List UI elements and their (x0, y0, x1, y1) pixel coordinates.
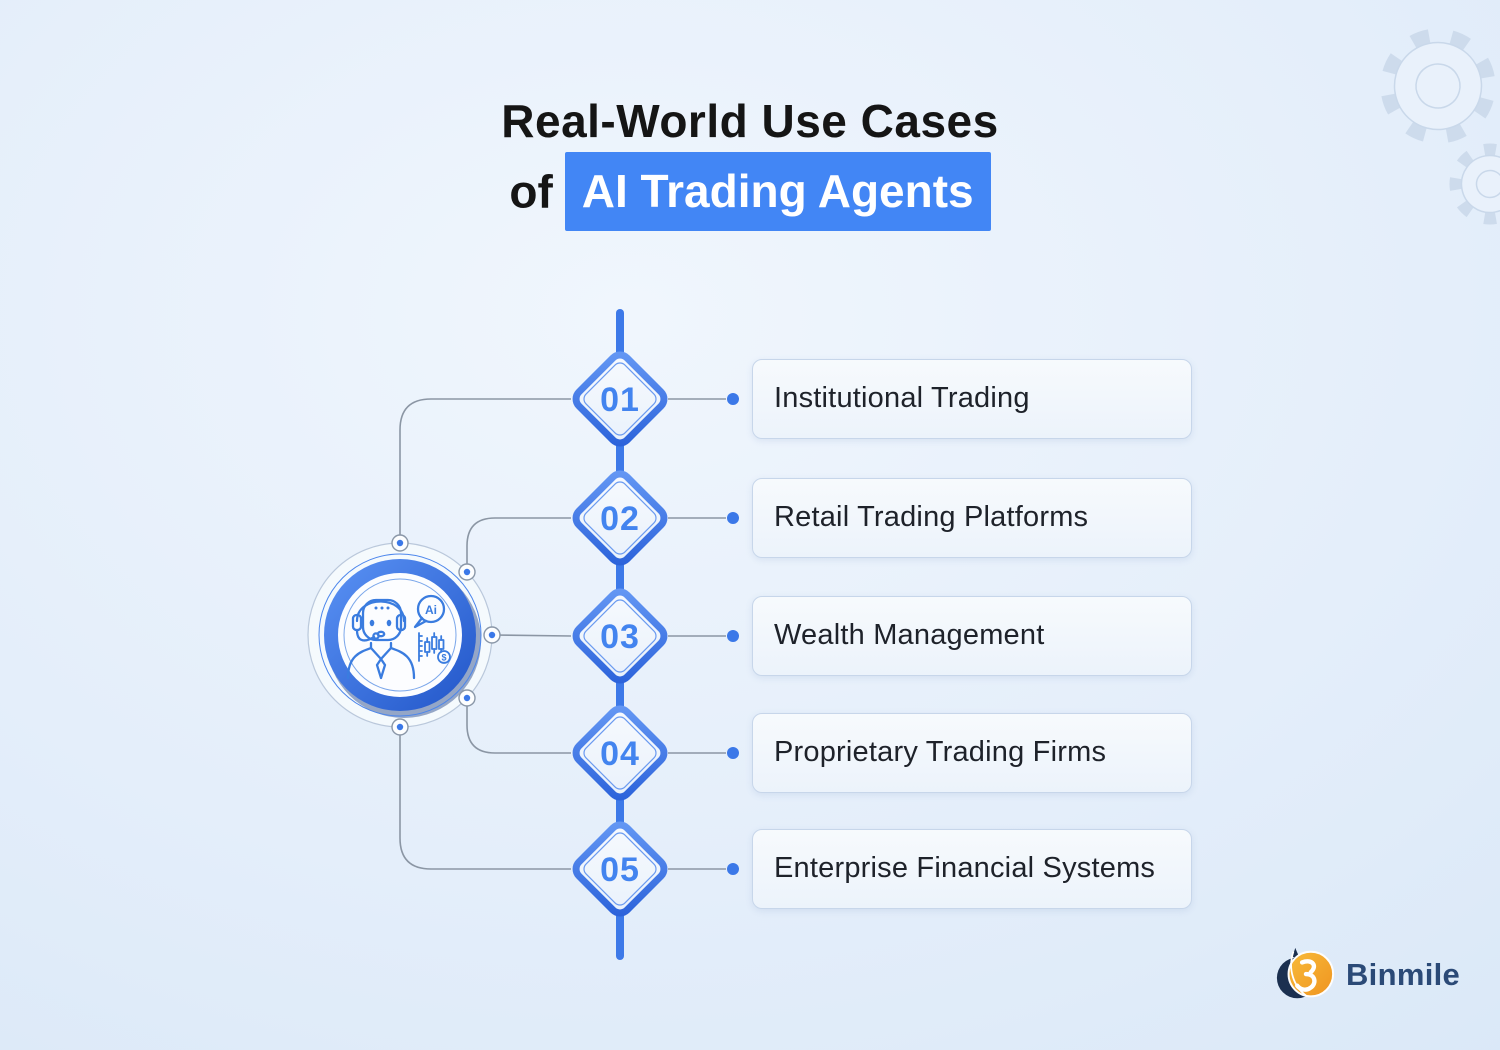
connector-dot-2 (727, 512, 739, 524)
connector-dot-1 (727, 393, 739, 405)
usecase-box-3: Wealth Management (752, 596, 1192, 676)
hub-node-top (391, 534, 409, 552)
step-4-diamond: 04 (572, 705, 668, 801)
usecase-box-2: Retail Trading Platforms (752, 478, 1192, 558)
step-4-number: 04 (600, 735, 640, 773)
usecase-label-5: Enterprise Financial Systems (774, 852, 1156, 884)
step-1-number: 01 (600, 381, 640, 419)
connector-line-3 (491, 634, 572, 637)
dollar-sign: $ (441, 653, 446, 663)
ai-bubble-text: Ai (425, 603, 437, 617)
binmile-logo-icon (1276, 947, 1335, 999)
hub-node-top-right (458, 563, 476, 581)
usecase-box-5: Enterprise Financial Systems (752, 829, 1192, 909)
gear-icon-small (1449, 143, 1500, 225)
binmile-logo: Binmile (1274, 944, 1460, 1006)
connector-dot-3 (727, 630, 739, 642)
hub-node-right (483, 626, 501, 644)
step-3-number: 03 (600, 618, 640, 656)
connector-line-4 (466, 698, 571, 754)
usecase-label-2: Retail Trading Platforms (774, 501, 1089, 533)
usecase-box-1: Institutional Trading (752, 359, 1192, 439)
connector-line-2 (466, 517, 571, 572)
title-highlight: AI Trading Agents (564, 152, 991, 231)
step-5-diamond: 05 (572, 821, 668, 917)
title-line-1: Real-World Use Cases (501, 95, 999, 147)
step-3-diamond: 03 (572, 588, 668, 684)
usecase-label-4: Proprietary Trading Firms (774, 736, 1107, 768)
hub-node-bottom-right (458, 689, 476, 707)
gear-icon-large (1380, 28, 1496, 144)
connector-dot-4 (727, 747, 739, 759)
trading-chart-icon: $ (418, 632, 451, 664)
connector-line-5 (399, 727, 571, 870)
binmile-logo-text: Binmile (1346, 957, 1461, 992)
connector-dot-5 (727, 863, 739, 875)
title-of: of (509, 165, 553, 218)
usecase-label-1: Institutional Trading (774, 382, 1030, 414)
step-2-number: 02 (600, 500, 640, 538)
step-2-diamond: 02 (572, 470, 668, 566)
usecase-label-3: Wealth Management (774, 619, 1045, 651)
step-1-diamond: 01 (572, 351, 668, 447)
connector-line-1 (399, 398, 571, 543)
hub-node-bottom (391, 718, 409, 736)
usecase-box-4: Proprietary Trading Firms (752, 713, 1192, 793)
ai-speech-bubble-icon: Ai (413, 594, 446, 629)
step-5-number: 05 (600, 851, 640, 889)
ai-trading-agent-icon: Ai $ (346, 594, 451, 680)
